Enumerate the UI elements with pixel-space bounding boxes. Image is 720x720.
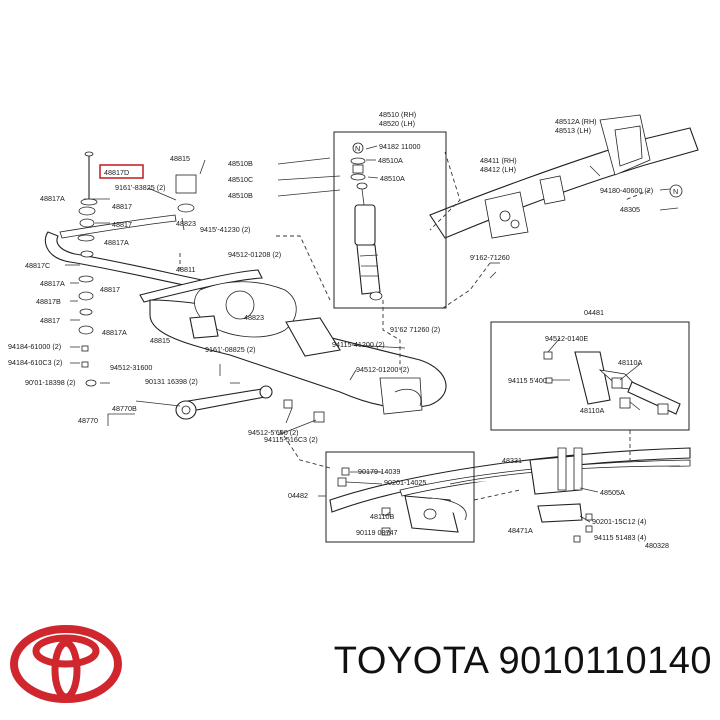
label-48513: 48513 (LH) — [555, 126, 591, 135]
footer: TOYOTA 9010110140 — [0, 618, 720, 720]
label-90119: 90119 08747 — [356, 528, 397, 537]
label-04481: 04481 — [584, 308, 604, 317]
toyota-logo-icon — [10, 625, 122, 703]
label-94512-e: 94512-5'600 (2) — [248, 428, 299, 437]
lateral-rod — [175, 385, 325, 423]
label-94512-b: 94512-0140E — [545, 334, 588, 343]
label-94512-a: 94512-01208 (2) — [228, 250, 281, 259]
label-90201: 90201-14025 — [384, 478, 426, 487]
svg-text:N: N — [355, 144, 360, 153]
label-48817-3: 48817 — [100, 285, 120, 294]
label-48110b: 48110B — [370, 512, 394, 521]
label-48412: 48412 (LH) — [480, 165, 516, 174]
label-48520-lh: 48520 (LH) — [379, 119, 415, 128]
label-48510-rh: 48510 (RH) — [379, 110, 416, 119]
label-48817a-4: 48817A — [102, 328, 127, 337]
label-94151: 9415'-41230 (2) — [200, 225, 251, 234]
label-48505a: 48505A — [600, 488, 625, 497]
label-48823-2: 48823 — [244, 313, 264, 322]
label-48331: 48331 — [502, 456, 522, 465]
label-48305: 48305 — [620, 205, 640, 214]
label-48811: 48811 — [176, 265, 195, 274]
label-90018: 90'01-18398 (2) — [25, 378, 76, 387]
label-94115-a: 94115-41200 (2) — [332, 340, 385, 349]
callout-labels: 48510 (RH) 48520 (LH) 48512A (RH) 48513 … — [8, 110, 669, 550]
label-48817a-2: 48817A — [104, 238, 129, 247]
label-48817-4: 48817 — [40, 316, 60, 325]
label-48817c: 48817C — [25, 261, 50, 270]
detail-box-04482 — [325, 451, 475, 543]
label-91612: 91'62 71260 (2) — [390, 325, 440, 334]
label-90131: 90131 16398 (2) — [145, 377, 198, 386]
rear-axle — [149, 281, 447, 415]
stabilizer-link — [77, 151, 98, 387]
highlighted-part-label: 48817D — [104, 168, 129, 177]
label-94512-c: 94512-31600 — [110, 363, 152, 372]
label-48770b: 48770B — [112, 404, 137, 413]
label-48110a-1: 48110A — [618, 358, 642, 367]
shock-absorber: N — [333, 131, 447, 309]
leaf-spring — [329, 447, 691, 543]
label-94115-b: 94115 5'400 — [508, 376, 547, 385]
n-marker-icon — [669, 184, 683, 198]
label-48817a-1: 48817A — [40, 194, 65, 203]
label-90179: 90179-14039 — [358, 467, 400, 476]
label-48512a: 48512A (RH) — [555, 117, 597, 126]
label-48770: 48770 — [78, 416, 98, 425]
label-94184-b: 94184-610C3 (2) — [8, 358, 62, 367]
label-04482: 04482 — [288, 491, 308, 500]
highlighted-part-box — [99, 164, 144, 179]
label-48815: 48815 — [170, 154, 190, 163]
label-48510a-1: 48510A — [378, 156, 403, 165]
label-48510b-2: 48510B — [228, 191, 253, 200]
frame-rail — [429, 114, 699, 239]
label-94180: 94180-40600 (2) — [600, 186, 653, 195]
label-94184-a: 94184-61000 (2) — [8, 342, 61, 351]
label-48817-1: 48817 — [112, 202, 132, 211]
label-91652: 9'162-71260 — [470, 253, 510, 262]
label-48411: 48411 (RH) — [480, 156, 517, 165]
label-48817a-3: 48817A — [40, 279, 65, 288]
label-48823-1: 48823 — [176, 219, 196, 228]
label-94182: 94182 11000 — [379, 142, 420, 151]
label-48817b: 48817B — [36, 297, 61, 306]
label-94115-d: 94115 51483 (4) — [594, 533, 646, 542]
label-48510b-1: 48510B — [228, 159, 253, 168]
label-48471a: 48471A — [508, 526, 533, 535]
label-480328: 480328 — [645, 541, 669, 550]
label-91611-a: 9161'-83825 (2) — [115, 183, 166, 192]
label-48510a-2: 48510A — [380, 174, 405, 183]
label-90201b: 90201-15C12 (4) — [592, 517, 646, 526]
label-48817-2: 48817 — [112, 220, 132, 229]
label-94512-d: 94512-01200 (2) — [356, 365, 409, 374]
label-48815-2: 48815 — [150, 336, 170, 345]
leader-lines — [65, 145, 681, 533]
part-number-caption: TOYOTA 9010110140 — [333, 640, 712, 682]
label-48510c: 48510C — [228, 175, 253, 184]
label-48110a-2: 48110A — [580, 406, 604, 415]
label-91611-b: 9161'-08825 (2) — [205, 345, 256, 354]
label-94115-c: 94115-516C3 (2) — [264, 435, 318, 444]
n-marker-letter: N — [673, 187, 678, 196]
